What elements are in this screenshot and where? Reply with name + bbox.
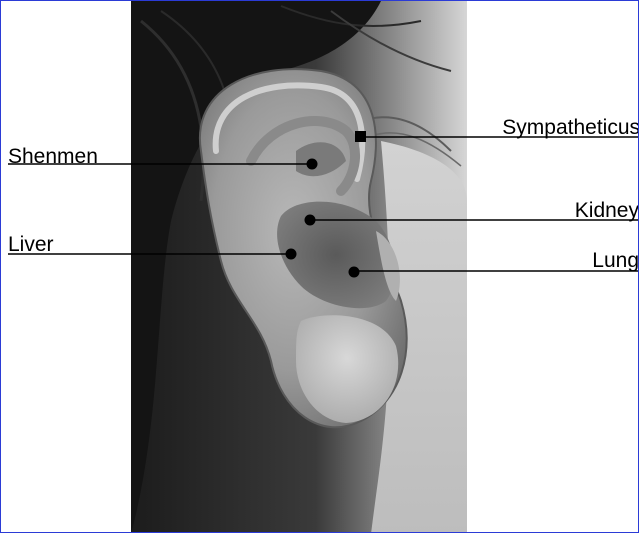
- sympatheticus-label: Sympatheticus: [502, 117, 639, 138]
- lung-label: Lung: [592, 250, 639, 271]
- kidney-label: Kidney: [575, 200, 639, 221]
- liver-label: Liver: [8, 234, 54, 255]
- shenmen-label: Shenmen: [8, 146, 98, 167]
- ear-photo: [131, 1, 467, 533]
